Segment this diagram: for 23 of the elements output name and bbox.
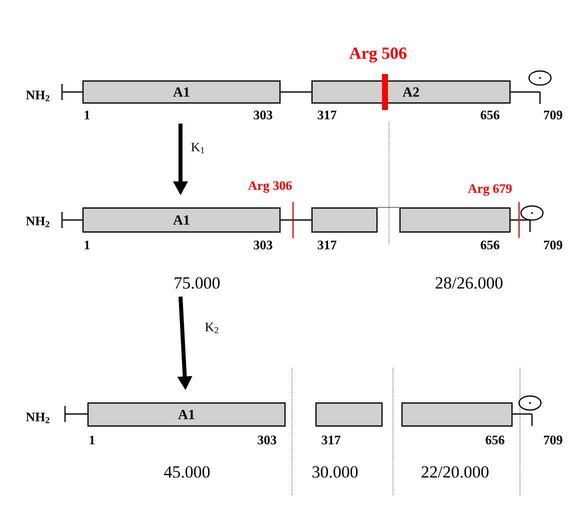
residue-number: 317 — [322, 436, 340, 444]
edge-label: K$_{1}$ — [191, 142, 204, 154]
fragment-box — [311, 207, 378, 233]
residue-number: 317 — [318, 240, 336, 250]
residue-number: 709 — [544, 436, 562, 444]
fragment-box — [399, 207, 511, 233]
residue-number: 317 — [318, 110, 336, 120]
linker-line — [280, 219, 312, 221]
molecular-weight-label: 75.000 — [174, 277, 220, 289]
domain-box: A1 — [82, 80, 281, 104]
molecular-weight-label: 28/26.000 — [436, 277, 502, 289]
domain-box: A2 — [311, 80, 511, 104]
domain-box: A1 — [87, 402, 286, 427]
cleavage-site-label: Arg 306 — [248, 181, 292, 193]
linker-line — [280, 91, 312, 93]
molecular-weight-label: 45.000 — [164, 466, 210, 478]
residue-number: 709 — [544, 110, 562, 120]
edge-label: K$_{2}$ — [205, 322, 218, 334]
molecular-weight-label: 30.000 — [312, 466, 358, 478]
linker-line — [377, 207, 400, 208]
domain-box: A1 — [82, 207, 281, 233]
residue-number: 709 — [544, 240, 562, 250]
molecular-weight-label: 22/20.000 — [422, 466, 488, 478]
